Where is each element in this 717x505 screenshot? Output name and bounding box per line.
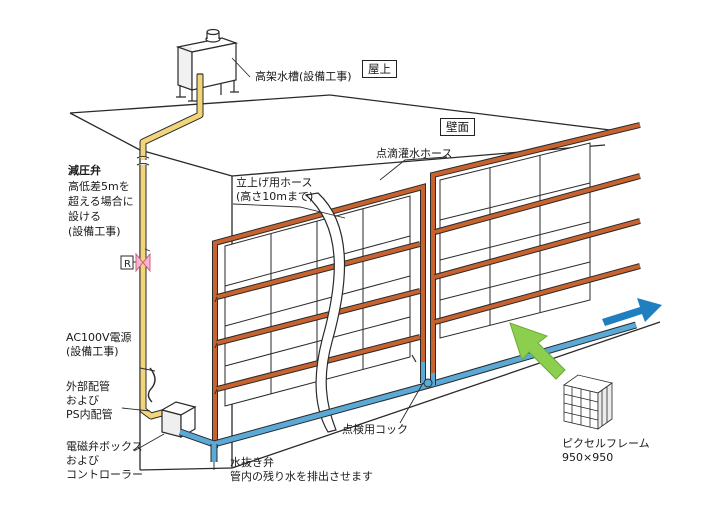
drip-hoses-right: [434, 173, 641, 325]
pressure-valve-line-3: 設ける: [68, 210, 101, 223]
solenoid-label-1: 電磁弁ボックス: [66, 440, 143, 453]
drain-valve-label-2: 管内の残り水を排出させます: [230, 470, 373, 483]
pressure-valve-line-1: 高低差5mを: [68, 180, 130, 193]
pressure-reducing-valve: R: [120, 252, 151, 273]
blue-arrow: [602, 298, 662, 326]
leader-lines: [121, 57, 448, 470]
pixel-frame-illustration: [563, 374, 613, 430]
power-cable: [147, 367, 156, 403]
riser-hose-frame-right: [430, 122, 641, 373]
power-label-2: (設備工事): [66, 345, 119, 358]
solenoid-label-2: および: [66, 454, 99, 467]
elevated-water-tank: [175, 28, 239, 102]
riser-hose-label-1: 立上げ用ホース: [236, 176, 313, 189]
piping-label-3: PS内配管: [66, 408, 113, 421]
pixel-frame-label-2: 950×950: [562, 451, 614, 464]
pixel-frame-label-1: ピクセルフレーム: [562, 437, 650, 450]
piping-label-1: 外部配管: [66, 380, 110, 393]
pressure-valve-line-4: (設備工事): [68, 225, 121, 238]
wall-label: 壁面: [440, 118, 475, 136]
riser-hose-frame-left: [212, 183, 426, 448]
rooftop-label: 屋上: [362, 60, 397, 78]
green-arrow: [509, 322, 566, 380]
solenoid-valve-box: [160, 401, 197, 439]
supply-pipe-yellow: [136, 73, 204, 420]
valve-mark-r: R: [124, 259, 131, 270]
drain-valve-label-1: 水抜き弁: [230, 456, 274, 469]
inspection-cock-label: 点検用コック: [342, 423, 408, 436]
drip-hose-label: 点滴灌水ホース: [376, 147, 453, 160]
riser-hose-label-2: (高さ10mまで): [236, 190, 314, 203]
cutaway-break: [304, 192, 346, 433]
pressure-valve-title: 減圧弁: [68, 164, 101, 177]
pressure-valve-line-2: 超える場合に: [68, 195, 134, 208]
solenoid-label-3: コントローラー: [66, 468, 143, 481]
elevated-tank-label: 高架水槽(設備工事): [255, 70, 352, 83]
piping-label-2: および: [66, 394, 99, 407]
power-label-1: AC100V電源: [66, 331, 132, 344]
